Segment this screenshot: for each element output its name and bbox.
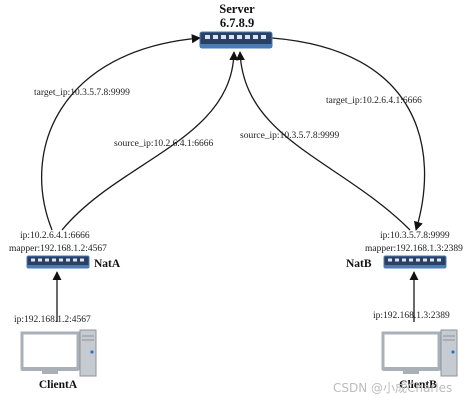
natb-ip: ip:10.3.5.7.8:9999: [380, 231, 450, 241]
edge-label-right-source: source_ip:10.3.5.7.8:9999: [240, 131, 339, 141]
clientb-name: ClientB: [399, 379, 437, 391]
server-title: Server: [219, 2, 255, 16]
edge-right-source: [235, 51, 411, 231]
natb-switch-icon: [383, 255, 447, 269]
nata-ip: ip:10.2.6.4.1:6666: [20, 231, 90, 241]
clienta-ip: ip:192.168.1.2:4567: [14, 315, 91, 325]
edge-right-target: [271, 37, 426, 231]
clientb-computer-icon: [381, 329, 458, 377]
server-switch-icon: [199, 31, 273, 49]
watermark-text: CSDN @小成Charles: [333, 381, 452, 395]
nata-mapper: mapper:192.168.1.2:4567: [9, 244, 107, 254]
edge-label-right-target: target_ip:10.2.6.4.1:6666: [326, 96, 422, 106]
edge-label-left-target: target_ip:10.3.5.7.8:9999: [34, 88, 130, 98]
nata-switch-icon: [26, 255, 90, 269]
natb-name: NatB: [346, 258, 372, 270]
natb-mapper: mapper:192.168.1.3:2389: [365, 244, 463, 254]
edge-left-target: [40, 34, 201, 231]
clienta-computer-icon: [20, 329, 97, 377]
server-ip: 6.7.8.9: [220, 16, 254, 30]
edge-label-left-source: source_ip:10.2.6.4.1:6666: [114, 139, 213, 149]
nata-name: NatA: [94, 258, 121, 270]
edge-left-source: [61, 51, 239, 231]
clienta-name: ClientA: [39, 379, 78, 391]
clientb-ip: ip:192.168.1.3:2389: [373, 311, 450, 321]
